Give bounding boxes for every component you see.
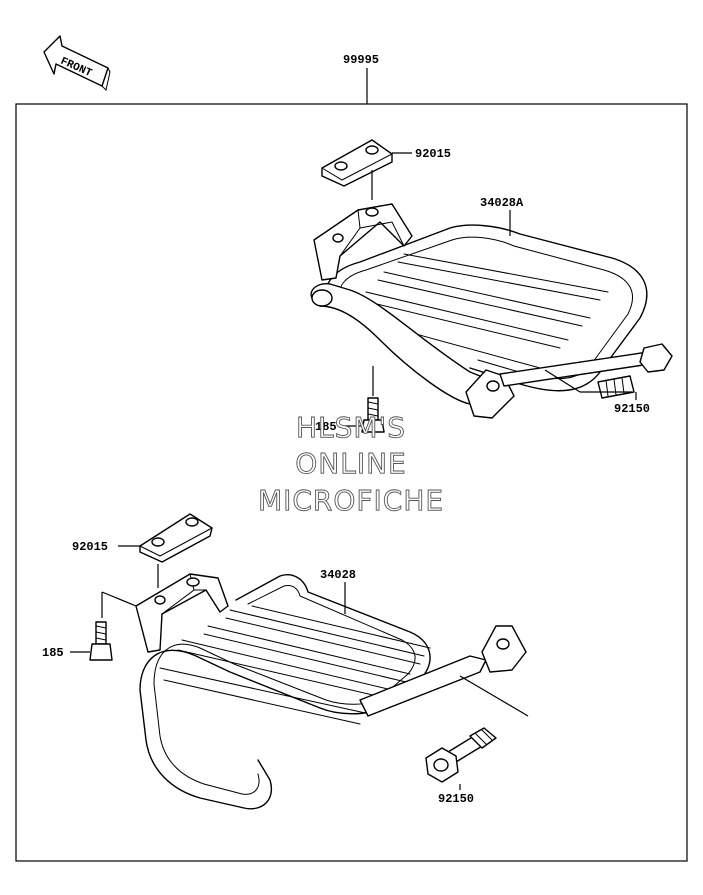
upper-small-bolt-label: 185 [315, 420, 337, 434]
lower-bolt-leader-a [459, 675, 529, 717]
lower-bolt-label: 92150 [438, 792, 474, 806]
lower-rack-label: 34028 [320, 568, 356, 582]
upper-pad-label: 92015 [415, 147, 451, 161]
watermark: HLSM'S ONLINE MICROFICHE [257, 411, 444, 518]
watermark-line-3: MICROFICHE [258, 484, 444, 517]
lower-bolt-92150 [425, 727, 497, 783]
upper-rack-label: 34028A [480, 196, 524, 210]
watermark-line-1: HLSM'S [296, 411, 406, 444]
upper-bolt-92150 [499, 343, 673, 399]
assembly-part-number: 99995 [343, 53, 379, 67]
upper-pad-92015 [321, 139, 393, 187]
upper-bolt-leader-a [544, 369, 581, 393]
lower-pad-92015 [139, 513, 213, 563]
front-arrow-icon: FRONT [43, 35, 111, 91]
lower-small-bolt-185 [89, 621, 113, 661]
upper-bolt-label: 92150 [614, 402, 650, 416]
lower-pad-label: 92015 [72, 540, 108, 554]
assembly-frame [15, 103, 688, 862]
upper-rack-34028a [310, 203, 648, 419]
lower-small-bolt-leader-d [101, 591, 137, 607]
lower-small-bolt-label: 185 [42, 646, 64, 660]
watermark-line-2: ONLINE [295, 447, 406, 480]
lower-rack-34028 [135, 573, 527, 810]
upper-small-bolt-185 [361, 397, 385, 433]
